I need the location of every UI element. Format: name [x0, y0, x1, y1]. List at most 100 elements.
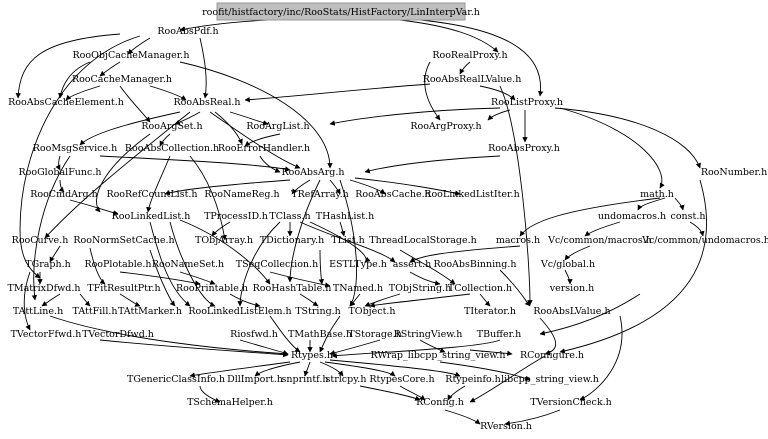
node-tversioncheck: TVersionCheck.h	[530, 397, 611, 408]
edges-layer	[15, 19, 707, 427]
node-vccommonmacros: Vc/common/macros.h	[547, 235, 652, 246]
node-rooabsproxy: RooAbsProxy.h	[488, 143, 560, 154]
edge	[244, 83, 431, 103]
edge	[539, 293, 641, 336]
node-roolinkedlistelem: RooLinkedListElem.h	[188, 306, 291, 317]
node-tfitresultptr: TFitResultPtr.h	[87, 283, 160, 294]
node-tattfill: TAttFill.h	[73, 306, 118, 317]
edge	[309, 221, 371, 263]
node-tbuffer: TBuffer.h	[477, 329, 521, 340]
edge	[349, 293, 361, 307]
node-rooabsbinning: RooAbsBinning.h	[433, 259, 516, 270]
edge	[339, 179, 358, 307]
node-const: const.h	[671, 211, 706, 222]
node-tschemahelper: TSchemaHelper.h	[187, 397, 273, 408]
edge	[299, 221, 396, 263]
edge	[89, 247, 106, 285]
edge	[499, 85, 533, 306]
edge	[637, 197, 666, 211]
node-rconfig: RConfig.h	[416, 397, 464, 408]
edge	[31, 155, 71, 301]
edge	[359, 385, 421, 401]
edge	[354, 177, 461, 196]
edge	[209, 111, 301, 169]
edge	[119, 85, 151, 123]
edge	[49, 245, 61, 263]
node-rooargset: RooArgSet.h	[141, 121, 202, 132]
edge	[324, 361, 396, 377]
root-node-label: roofit/histfactory/inc/RooStats/HistFact…	[202, 7, 480, 18]
edge	[179, 61, 333, 169]
node-math: math.h	[640, 189, 674, 200]
node-libcpp_string_view: libcpp_string_view.h	[501, 374, 599, 385]
edge	[287, 179, 321, 283]
node-rwrap: RWrap_libcpp_string_view.h	[370, 350, 505, 361]
edge	[79, 111, 181, 146]
edge	[15, 33, 121, 99]
node-assert: assert.h	[393, 259, 432, 270]
edge	[149, 249, 176, 307]
edge	[179, 271, 216, 285]
edge	[329, 107, 501, 126]
edge	[689, 221, 705, 237]
edge	[444, 409, 481, 425]
node-rooabsreallvalue: RooAbsRealLValue.h	[423, 74, 522, 85]
edge	[339, 221, 346, 237]
edge	[58, 179, 65, 193]
edge	[399, 249, 456, 285]
node-roolinkedlist: RooLinkedList.h	[112, 211, 191, 222]
edge	[564, 269, 573, 285]
node-strlcpy: strlcpy.h	[326, 374, 367, 385]
edge	[79, 293, 91, 307]
edge	[487, 109, 511, 121]
edge	[189, 361, 291, 378]
edge	[19, 35, 141, 279]
node-roohashtable: RooHashTable.h	[253, 283, 332, 294]
node-roonormsetcache: RooNormSetCache.h	[73, 235, 174, 246]
edge	[419, 19, 544, 97]
node-vcglobal: Vc/global.h	[540, 259, 595, 270]
node-tvectordfwd: TVectorDfwd.h	[82, 329, 154, 340]
node-thashlist: THashList.h	[316, 211, 374, 222]
edge	[469, 355, 546, 403]
node-tclass: TClass.h	[269, 211, 310, 222]
node-rooerrorhandler: RooErrorHandler.h	[218, 143, 310, 154]
node-roomsgservice: RooMsgService.h	[33, 143, 117, 154]
node-tseqcollection: TSeqCollection.h	[236, 259, 318, 270]
node-roorealproxy: RooRealProxy.h	[432, 50, 507, 61]
edge	[199, 37, 209, 99]
edge	[564, 245, 591, 261]
edge	[459, 61, 471, 75]
node-tnamed: TNamed.h	[333, 283, 383, 294]
node-tdictionary: TDictionary.h	[260, 235, 324, 246]
node-tmathbase: TMathBase.h	[288, 329, 352, 340]
node-roocachemanager: RooCacheManager.h	[72, 74, 172, 85]
edge	[369, 293, 471, 308]
edge	[146, 155, 171, 213]
node-trefarray: TRefArray.h	[291, 189, 348, 200]
node-roolinkedlistiter: RooLinkedListIter.h	[424, 189, 519, 200]
edge	[409, 271, 441, 286]
node-rversion: RVersion.h	[480, 421, 532, 432]
edge	[58, 61, 91, 99]
node-tgraph: TGraph.h	[25, 259, 70, 270]
node-rooabsarg: RooAbsArg.h	[281, 167, 344, 178]
node-roorefcountlist: RooRefCountList.h	[106, 189, 197, 200]
node-roolistproxy: RooListProxy.h	[491, 97, 563, 108]
node-tattmarker: TAttMarker.h	[118, 306, 182, 317]
edge	[364, 293, 401, 307]
edge	[119, 293, 141, 307]
node-tstorage: TStorage.h	[348, 329, 401, 340]
edge	[211, 221, 231, 237]
node-rooargproxy: RooArgProxy.h	[410, 121, 481, 132]
node-estltype: ESTLType.h	[329, 259, 387, 270]
edge	[318, 249, 324, 285]
root-node-box	[216, 2, 466, 21]
node-rtypes: Rtypes.h	[291, 350, 333, 361]
edge	[127, 37, 151, 55]
edge	[504, 409, 561, 427]
node-rooabsreal: RooAbsReal.h	[173, 97, 240, 108]
node-roocurve: RooCurve.h	[12, 235, 69, 246]
node-macros: macros.h	[496, 235, 540, 246]
node-threadlocalstorage: ThreadLocalStorage.h	[369, 235, 477, 246]
